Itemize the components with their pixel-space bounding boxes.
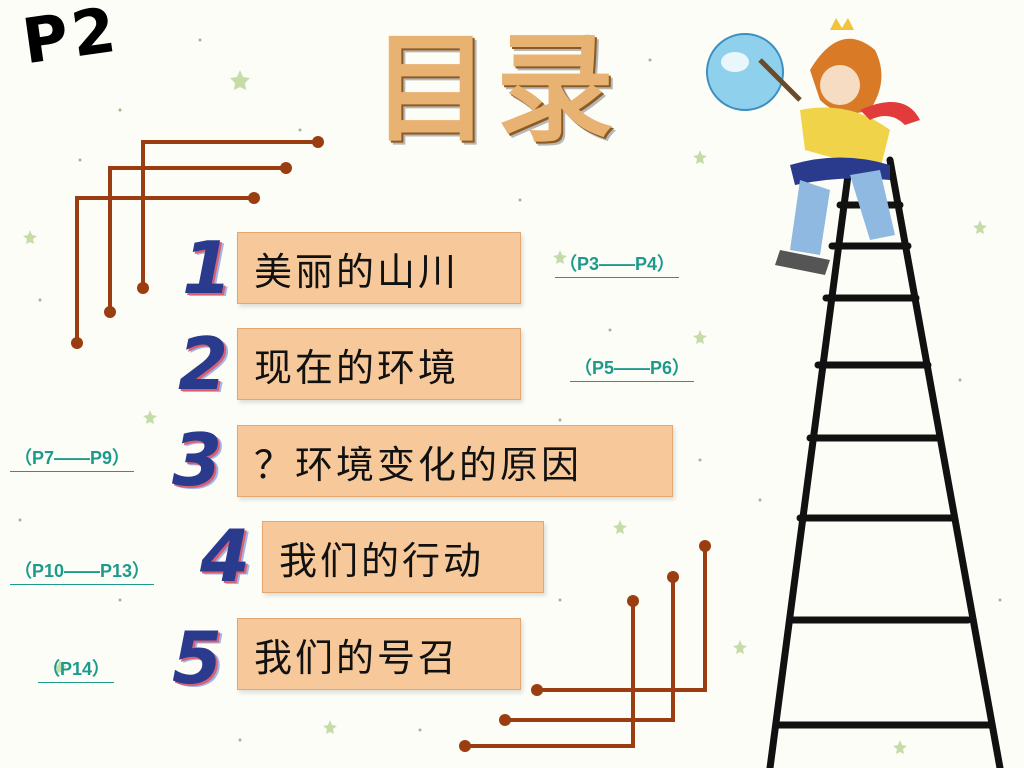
star-icon	[693, 150, 707, 164]
toc-item-label: ？环境变化的原因	[254, 442, 583, 487]
star-icon	[613, 520, 627, 534]
star-icon	[893, 740, 907, 754]
toc-item-4[interactable]: 我们的行动	[262, 521, 544, 593]
toc-item-2[interactable]: 现在的环境	[237, 328, 521, 400]
page-range-link-4[interactable]: （P10——P13）	[10, 557, 155, 585]
toc-item-label: 我们的行动	[279, 538, 485, 583]
star-icon	[973, 220, 987, 234]
star-field	[23, 70, 987, 754]
toc-item-3[interactable]: ？环境变化的原因	[237, 425, 673, 497]
star-icon	[323, 720, 337, 734]
page-range-link-3[interactable]: （P7——P9）	[10, 444, 135, 472]
boy-with-globe-illustration	[706, 18, 920, 275]
page-range-link-5[interactable]: （P14）	[38, 655, 115, 683]
star-icon	[230, 70, 250, 90]
page-range-link-2[interactable]: （P5——P6）	[570, 354, 695, 382]
page-range-link-1[interactable]: （P3——P4）	[555, 250, 680, 278]
toc-item-label: 我们的号召	[254, 635, 460, 680]
star-icon	[23, 230, 37, 244]
toc-item-5[interactable]: 我们的号召	[237, 618, 521, 690]
toc-item-1[interactable]: 美丽的山川	[237, 232, 521, 304]
item-number-3: 3	[172, 418, 223, 502]
star-icon	[553, 250, 567, 264]
item-number-2: 2	[178, 322, 229, 406]
item-number-4: 4	[200, 514, 251, 598]
star-icon	[143, 410, 157, 424]
connector-lines-top	[75, 140, 318, 343]
star-icon	[53, 660, 67, 674]
item-number-1: 1	[182, 226, 233, 310]
item-number-5: 5	[172, 616, 223, 700]
page-title: 目录	[372, 19, 621, 158]
connector-lines-bottom	[465, 546, 707, 748]
star-icon	[693, 330, 707, 344]
toc-item-label: 美丽的山川	[254, 249, 460, 294]
dot-field	[18, 38, 1002, 742]
ladder-illustration	[766, 156, 1004, 768]
toc-item-label: 现在的环境	[254, 345, 460, 390]
star-icon	[733, 640, 747, 654]
page-label: P2	[18, 0, 124, 79]
